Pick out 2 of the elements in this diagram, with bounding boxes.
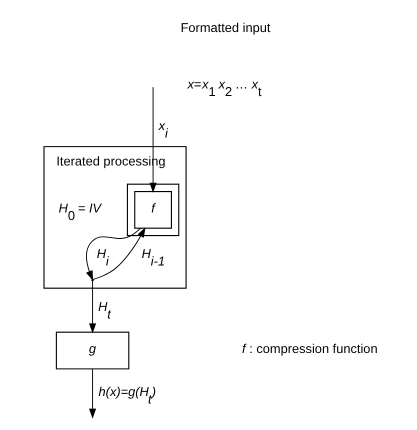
label: Formatted input bbox=[180, 20, 270, 35]
label: f : compression function bbox=[242, 341, 378, 356]
